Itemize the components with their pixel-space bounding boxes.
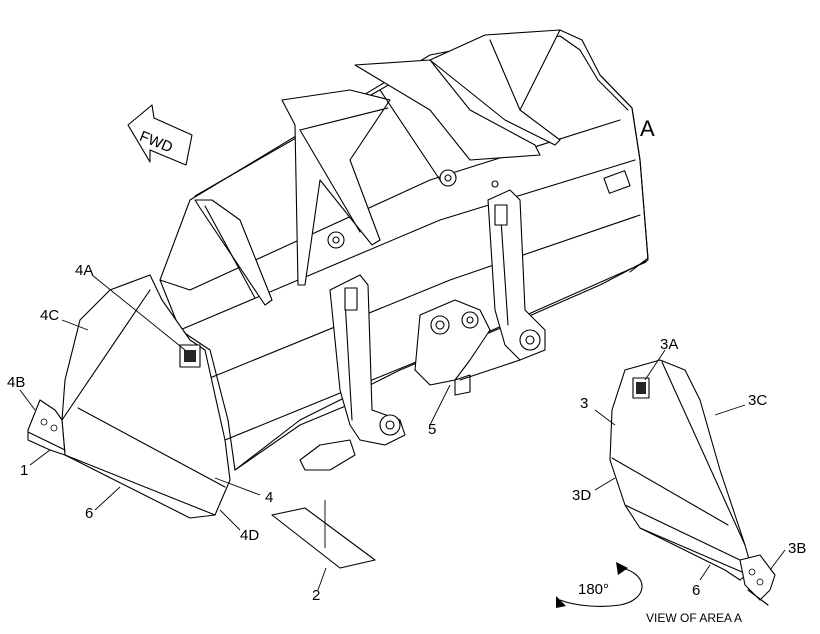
- lift-eye-right: [439, 169, 457, 187]
- view-caption: VIEW OF AREA A: [646, 611, 742, 625]
- callout-3C: 3C: [748, 392, 767, 409]
- bracket-slot-right: [494, 204, 508, 226]
- callout-3B: 3B: [788, 540, 806, 557]
- hinge-brackets: [299, 189, 546, 471]
- callout-A: A: [640, 116, 655, 141]
- callout-4C: 4C: [40, 307, 59, 324]
- callout-labels: 4A 4C 4B 1 6 4 4D 2 5 A 3A 3 3C 3D 3B 6 …: [7, 116, 806, 625]
- callout-1: 1: [20, 462, 28, 479]
- bracket-slot: [344, 287, 358, 311]
- callout-3A: 3A: [660, 336, 678, 353]
- callout-4B: 4B: [7, 374, 25, 391]
- callout-2: 2: [312, 587, 320, 604]
- callout-4D: 4D: [240, 527, 259, 544]
- lift-eye-small: [491, 180, 499, 188]
- leader-lines: [19, 274, 451, 591]
- lift-eye-left: [327, 231, 345, 249]
- callout-6-detail: 6: [692, 582, 700, 599]
- right-side-decal: [603, 170, 631, 194]
- rotation-arrow: [559, 567, 643, 607]
- callout-4: 4: [265, 489, 273, 506]
- top-gussets: [194, 29, 561, 306]
- callout-5: 5: [428, 421, 436, 438]
- callout-3: 3: [580, 395, 588, 412]
- callout-4A: 4A: [75, 262, 93, 279]
- rotation-label: 180°: [578, 581, 609, 598]
- callout-3D: 3D: [572, 487, 591, 504]
- left-side-cutter: [27, 274, 231, 519]
- shim-plate: [271, 500, 376, 569]
- callout-6: 6: [85, 505, 93, 522]
- detail-view-a: [556, 349, 786, 608]
- fwd-arrow: FWD: [127, 104, 193, 166]
